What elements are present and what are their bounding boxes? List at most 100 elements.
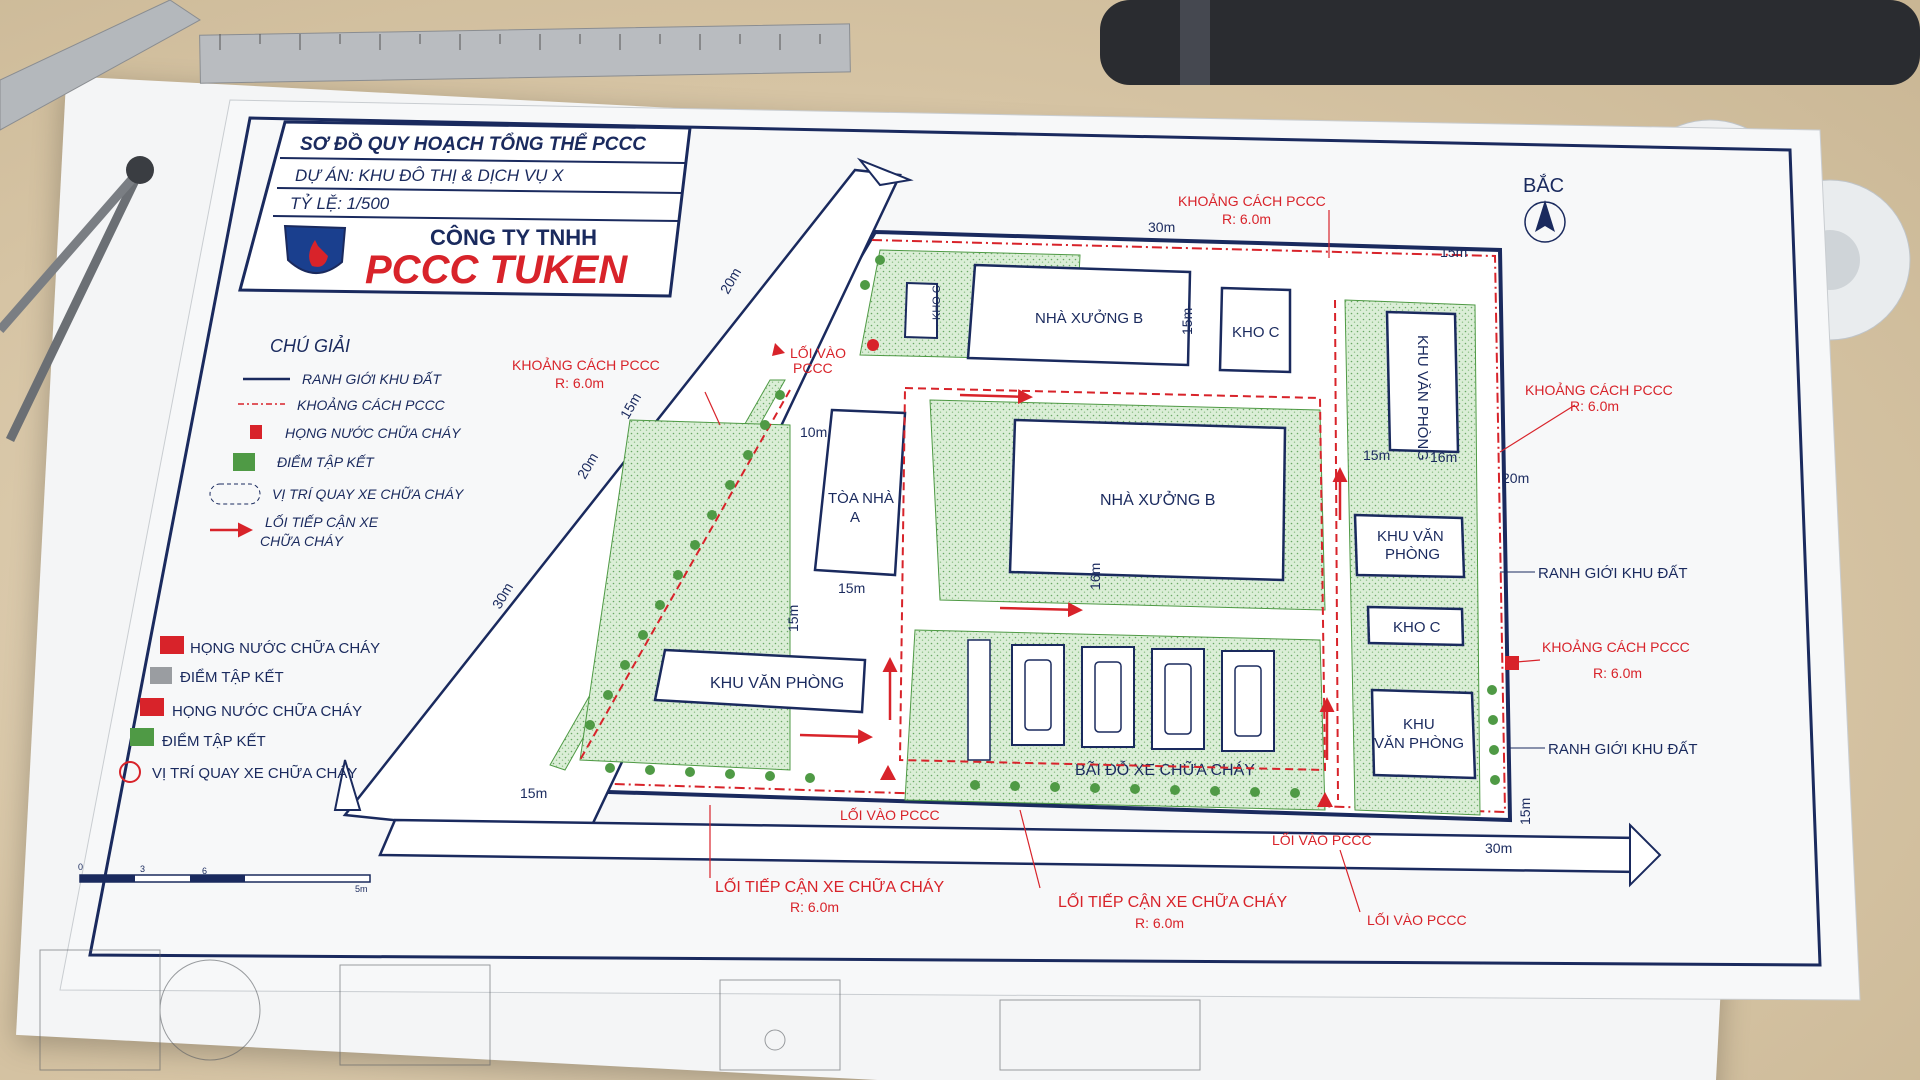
assembly-point-grey-icon — [150, 667, 172, 684]
fire-access-arrows — [799, 389, 1348, 760]
building-kho-c-top: KHO C — [1218, 286, 1292, 374]
fire-distance-line — [549, 239, 1507, 814]
svg-text:16m: 16m — [1430, 449, 1457, 465]
svg-text:20m: 20m — [1502, 470, 1529, 486]
svg-text:R: 6.0m: R: 6.0m — [790, 899, 839, 915]
svg-text:VỊ TRÍ QUAY XE CHỮA CHÁY: VỊ TRÍ QUAY XE CHỮA CHÁY — [272, 486, 465, 502]
boundary-labels: RANH GIỚI KHU ĐẤT RANH GIỚI KHU ĐẤT — [1500, 565, 1698, 758]
kc-top-label: KHOẢNG CÁCH PCCC — [1178, 193, 1326, 209]
svg-text:15m: 15m — [1517, 798, 1533, 825]
ltc-1: LỐI TIẾP CẬN XE CHỮA CHÁY — [715, 876, 944, 896]
svg-text:CHỮA CHÁY: CHỮA CHÁY — [260, 533, 345, 549]
ranh-gioi-label-2: RANH GIỚI KHU ĐẤT — [1548, 741, 1698, 758]
assembly-point-legend-icon — [233, 453, 255, 471]
drawing-scale: TỶ LỆ: 1/500 — [290, 194, 390, 213]
legend-top: CHÚ GIẢI RANH GIỚI KHU ĐẤT KHOẢNG CÁCH P… — [209, 335, 465, 549]
svg-text:HỌNG NƯỚC CHỮA CHÁY: HỌNG NƯỚC CHỮA CHÁY — [285, 425, 462, 441]
svg-text:VỊ TRÍ QUAY XE CHỮA CHÁY: VỊ TRÍ QUAY XE CHỮA CHÁY — [152, 765, 357, 782]
hydrant-legend-icon — [250, 425, 262, 439]
title-block: SƠ ĐỒ QUY HOẠCH TỔNG THỂ PCCC DỰ ÁN: KHU… — [238, 120, 692, 298]
kc-right2-label: KHOẢNG CÁCH PCCC — [1542, 639, 1690, 655]
hydrant-icon — [160, 636, 184, 654]
building-khu-van-phong-left: KHU VĂN PHÒNG — [653, 648, 867, 714]
fire-truck-icon — [1094, 661, 1122, 733]
building-nha-xuong-b-top: NHÀ XƯỞNG B — [966, 263, 1192, 367]
loi-vao-2: LỐI VÀO PCCC — [1272, 831, 1372, 848]
svg-text:3: 3 — [140, 864, 145, 874]
svg-text:NHÀ XƯỞNG B: NHÀ XƯỞNG B — [1100, 490, 1215, 509]
svg-text:KHO C: KHO C — [1232, 324, 1280, 341]
svg-text:PCCC: PCCC — [793, 360, 833, 376]
leader-lines — [704, 210, 1576, 913]
red-annotations: KHOẢNG CÁCH PCCC R: 6.0m KHOẢNG CÁCH PCC… — [512, 193, 1690, 931]
svg-text:30m: 30m — [1485, 840, 1512, 856]
project-name: DỰ ÁN: KHU ĐÔ THỊ & DỊCH VỤ X — [295, 166, 564, 185]
svg-text:R: 6.0m: R: 6.0m — [1222, 211, 1271, 227]
fire-truck-parking — [967, 639, 1275, 761]
tube-roll — [1100, 0, 1920, 85]
svg-text:VĂN PHÒNG: VĂN PHÒNG — [1374, 735, 1464, 752]
entry-marker — [772, 343, 785, 356]
svg-text:KHU VĂN PHÒNG: KHU VĂN PHÒNG — [1414, 335, 1431, 461]
scale-bar: 0 3 6 5m — [78, 862, 371, 894]
building-toa-nha-a: TÒA NHÀ A — [813, 408, 907, 577]
fire-truck-icon — [1024, 659, 1052, 731]
svg-text:KHU VĂN PHÒNG: KHU VĂN PHÒNG — [710, 673, 844, 692]
fire-truck-icon — [1234, 665, 1262, 737]
underlying-drawing — [39, 949, 1201, 1071]
svg-text:15m: 15m — [520, 785, 547, 801]
ranh-gioi-label-1: RANH GIỚI KHU ĐẤT — [1538, 565, 1688, 582]
svg-text:R: 6.0m: R: 6.0m — [1135, 915, 1184, 931]
svg-text:15m: 15m — [1440, 244, 1467, 260]
svg-text:KHOẢNG CÁCH PCCC: KHOẢNG CÁCH PCCC — [297, 396, 446, 413]
turnaround-icon — [119, 761, 141, 783]
loi-vao-top: LỐI VÀO — [790, 344, 846, 361]
svg-text:A: A — [850, 509, 860, 526]
svg-text:BÃI ĐỖ XE CHỮA CHÁY: BÃI ĐỖ XE CHỮA CHÁY — [1075, 759, 1255, 779]
svg-text:0: 0 — [78, 862, 83, 872]
north-label: BẮC — [1523, 173, 1564, 197]
svg-text:5m: 5m — [355, 884, 368, 894]
svg-text:30m: 30m — [1148, 219, 1175, 235]
building-kho-c-small: KHO C — [903, 281, 943, 340]
building-khu-van-phong-br: KHU VĂN PHÒNG — [1370, 688, 1477, 780]
svg-text:NHÀ XƯỞNG B: NHÀ XƯỞNG B — [1035, 309, 1143, 327]
road-arrow-top — [856, 157, 914, 187]
fire-truck-icon — [1164, 663, 1192, 735]
plan-title: SƠ ĐỒ QUY HOẠCH TỔNG THỂ PCCC — [300, 133, 646, 155]
fire-access-route — [579, 299, 1339, 801]
legend-heading: CHÚ GIẢI — [270, 335, 350, 356]
building-kho-c-right: KHO C — [1366, 605, 1465, 647]
loi-vao-3: LỐI VÀO PCCC — [1367, 911, 1467, 928]
building-khu-van-phong-right: KHU VĂN PHÒNG — [1385, 310, 1460, 461]
svg-text:PHÒNG: PHÒNG — [1385, 546, 1440, 563]
parking-label: BÃI ĐỖ XE CHỮA CHÁY — [1075, 759, 1255, 779]
svg-text:15m: 15m — [838, 580, 865, 596]
flame-icon — [309, 240, 328, 267]
svg-text:R: 6.0m: R: 6.0m — [1593, 665, 1642, 681]
svg-text:HỌNG NƯỚC CHỮA CHÁY: HỌNG NƯỚC CHỮA CHÁY — [172, 703, 362, 720]
tree-row — [585, 255, 1500, 798]
company-line-2: PCCC TUKEN — [365, 248, 628, 292]
company-line-1: CÔNG TY TNHH — [430, 225, 597, 250]
compass-tool — [0, 156, 154, 442]
svg-text:15m: 15m — [1363, 447, 1390, 463]
loi-vao-1: LỐI VÀO PCCC — [840, 806, 940, 823]
entry-marker — [1317, 792, 1333, 807]
turnaround-legend-icon — [209, 483, 261, 505]
road-arrow-left — [333, 759, 362, 811]
assembly-point-icon — [130, 728, 154, 746]
north-arrow: BẮC — [1523, 173, 1566, 243]
legend-bottom: HỌNG NƯỚC CHỮA CHÁY ĐIỂM TẬP KẾT HỌNG NƯ… — [119, 636, 380, 783]
svg-text:ĐIỂM TẬP KẾT: ĐIỂM TẬP KẾT — [277, 453, 375, 470]
paper-border — [88, 116, 1822, 967]
svg-text:15m: 15m — [785, 605, 801, 632]
svg-text:16m: 16m — [1087, 563, 1103, 590]
svg-text:R: 6.0m: R: 6.0m — [1570, 398, 1619, 414]
svg-text:KHU VĂN: KHU VĂN — [1377, 528, 1444, 545]
svg-text:15m: 15m — [1179, 308, 1195, 335]
svg-text:LỐI TIẾP CẬN XE: LỐI TIẾP CẬN XE — [265, 513, 379, 530]
north-arrow-icon — [1535, 200, 1555, 232]
